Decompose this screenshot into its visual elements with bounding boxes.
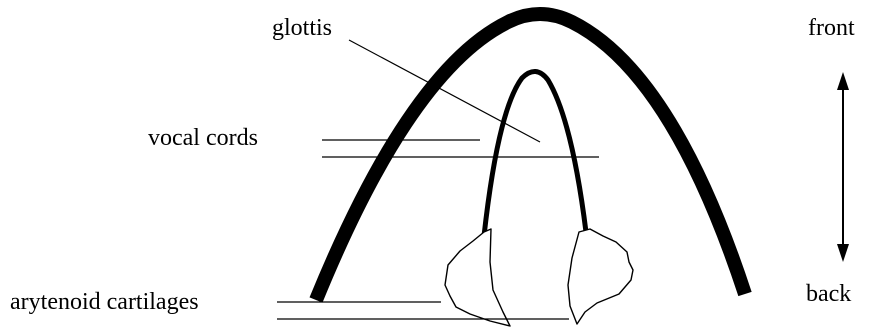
front-arrowhead-icon [837, 72, 849, 90]
glottis-label: glottis [272, 16, 332, 40]
inner-arch [484, 71, 586, 236]
back-label: back [806, 282, 851, 306]
arytenoid-cartilages-label: arytenoid cartilages [10, 290, 199, 314]
vocal-cords-label: vocal cords [148, 126, 258, 150]
glottis-leader-line [349, 40, 540, 142]
right-arytenoid-cartilage [568, 229, 633, 324]
back-arrowhead-icon [837, 244, 849, 262]
front-label: front [808, 16, 855, 40]
left-arytenoid-cartilage [445, 229, 510, 326]
